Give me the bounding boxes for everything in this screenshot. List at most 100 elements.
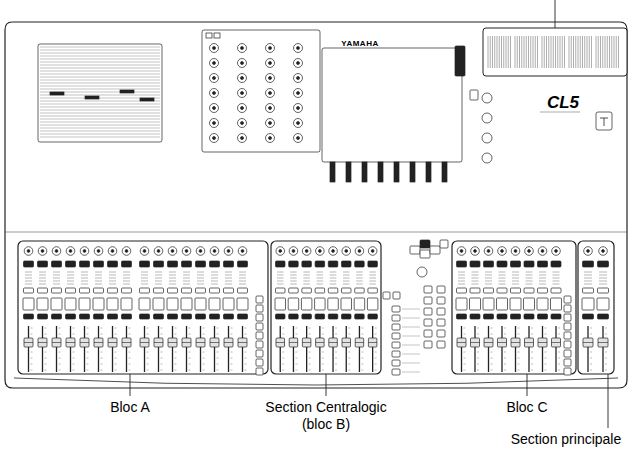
fader-track <box>144 326 145 372</box>
fader-scale <box>322 358 324 359</box>
grille-line <box>40 59 160 60</box>
fader-cap-line <box>457 342 466 343</box>
meter-led <box>183 272 190 273</box>
meter-led <box>277 281 284 282</box>
screen-encoder-bar <box>378 162 383 182</box>
fader-scale <box>491 370 493 371</box>
fader-scale <box>464 334 466 335</box>
fader-cap-line <box>80 342 89 343</box>
fader-cap-line <box>238 342 247 343</box>
user-key <box>437 297 445 304</box>
meter-led <box>290 284 297 285</box>
name-display <box>37 298 48 310</box>
meter-segment <box>602 36 603 68</box>
knob <box>238 89 247 98</box>
knob-cap <box>69 250 72 253</box>
leader-line <box>608 374 609 428</box>
meter-segment <box>591 36 592 68</box>
meter-led <box>330 275 337 276</box>
knob-cap <box>269 77 272 80</box>
meter-led <box>584 272 592 273</box>
knob <box>210 134 219 143</box>
cue-button <box>154 288 164 293</box>
meter-segment <box>506 36 507 68</box>
grille-line <box>40 128 160 129</box>
meter-led <box>67 281 74 282</box>
knob-cap <box>41 250 44 253</box>
fader-scale <box>477 364 479 365</box>
fader-scale <box>101 334 103 335</box>
fader-cap <box>471 338 480 347</box>
grille-line <box>40 104 160 105</box>
fader-cap-line <box>355 342 364 343</box>
name-display <box>537 298 548 310</box>
strip-knob <box>316 247 325 256</box>
meter-segment <box>616 36 617 68</box>
meter-led <box>458 284 465 285</box>
knob-cap <box>241 62 244 65</box>
fader-track <box>542 326 543 372</box>
meter-led <box>526 272 533 273</box>
meter-led <box>169 275 176 276</box>
button <box>206 33 212 38</box>
on-button <box>38 314 48 319</box>
meter-segment <box>551 36 552 68</box>
knob-cap <box>213 122 216 125</box>
callout-label: Section principale <box>500 431 632 448</box>
meter-led <box>239 278 246 279</box>
fader-scale <box>245 328 247 329</box>
meter-led <box>53 275 60 276</box>
strip-knob <box>224 247 233 256</box>
sel-button <box>276 261 286 267</box>
fader-scale <box>348 352 350 353</box>
meter-led <box>25 275 32 276</box>
fader-scale <box>245 334 247 335</box>
fader-cap <box>182 338 191 347</box>
meter-segment <box>575 36 576 68</box>
grille-line <box>40 83 160 84</box>
name-display <box>328 298 339 310</box>
fader-scale <box>59 364 61 365</box>
strip-knob <box>210 247 219 256</box>
fader-cap <box>94 338 103 347</box>
meter-segment <box>526 36 527 68</box>
grille-line <box>40 89 160 90</box>
fader-track <box>461 326 462 372</box>
knob <box>210 104 219 113</box>
meter-led <box>183 275 190 276</box>
strip-knob <box>168 247 177 256</box>
on-button <box>94 314 104 319</box>
fader-cap-line <box>471 342 480 343</box>
knob-cap <box>297 62 300 65</box>
meter-segment <box>596 36 597 68</box>
meter-segment <box>598 36 599 68</box>
fader-scale <box>477 334 479 335</box>
sel-button <box>24 261 34 267</box>
meter-led <box>369 281 376 282</box>
fader-scale <box>348 364 350 365</box>
button-label-line <box>402 309 420 310</box>
knob-cap <box>241 47 244 50</box>
on-button <box>457 314 467 319</box>
knob-cap <box>241 92 244 95</box>
on-button <box>52 314 62 319</box>
meter-led <box>303 281 310 282</box>
fader-track <box>158 326 159 372</box>
sel-button <box>224 261 234 267</box>
fader-scale <box>231 328 233 329</box>
meter-led <box>330 284 337 285</box>
meter-led <box>369 284 376 285</box>
meter-led <box>512 284 519 285</box>
knob <box>210 119 219 128</box>
selected-channel-panel <box>202 30 320 152</box>
fader-cap <box>484 338 493 347</box>
fader-scale <box>115 334 117 335</box>
user-key <box>424 341 432 348</box>
leader-line <box>326 374 327 396</box>
knob-cap <box>371 250 374 253</box>
fader-cap-line <box>24 342 33 343</box>
meter-led <box>343 278 350 279</box>
fader-scale <box>147 358 149 359</box>
section-bracket <box>271 241 381 374</box>
